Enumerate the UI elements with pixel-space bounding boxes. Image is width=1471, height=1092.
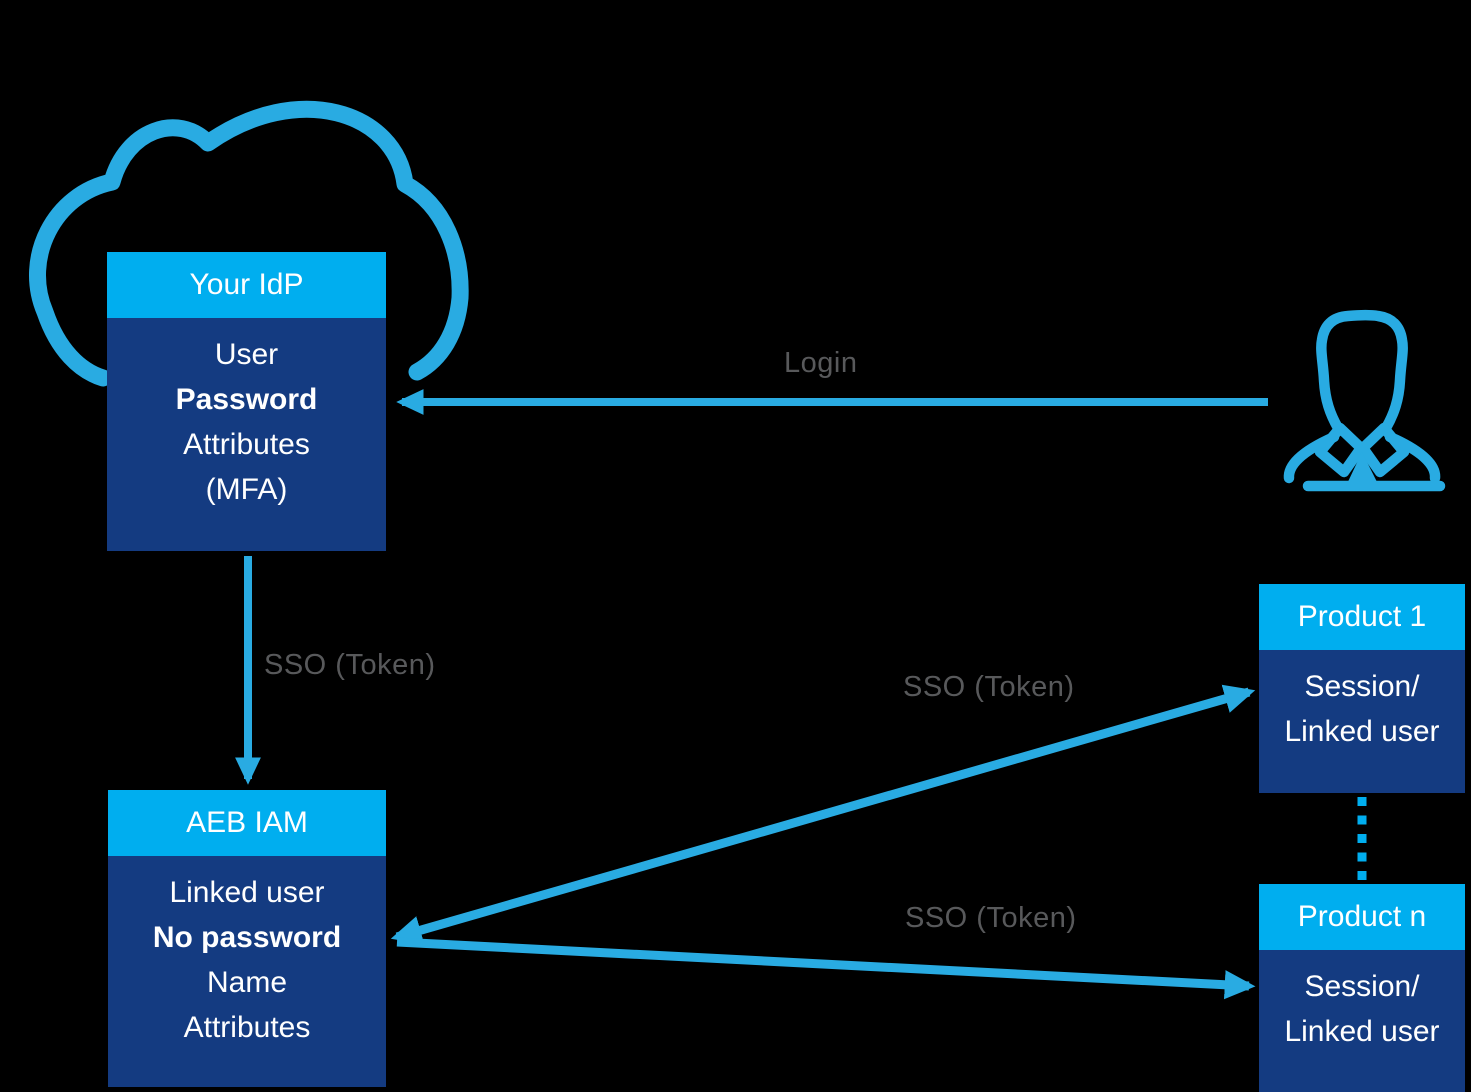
sso-token-label-idp-to-iam: SSO (Token) (264, 649, 436, 681)
box-line: Linked user (1284, 1015, 1440, 1048)
your-idp-title: Your IdP (107, 252, 386, 318)
product-n-body: Session/ Linked user (1259, 950, 1465, 1092)
product-1-title: Product 1 (1259, 584, 1465, 650)
box-line: Attributes (183, 428, 310, 461)
sso-token-label-iam-to-product1: SSO (Token) (903, 671, 1075, 703)
box-line: No password (152, 921, 342, 954)
box-line: User (214, 338, 279, 371)
box-line: Password (175, 383, 318, 416)
your-idp-body: User Password Attributes (MFA) (107, 318, 386, 551)
aeb-iam-title: AEB IAM (108, 790, 386, 856)
box-line: Session/ (1304, 670, 1420, 703)
box-line: Name (206, 966, 288, 999)
sso-arrow-iam-to-productn (396, 937, 1256, 1000)
product-1-body: Session/ Linked user (1259, 650, 1465, 793)
sso-token-label-iam-to-productn: SSO (Token) (905, 902, 1077, 934)
product-n-title: Product n (1259, 884, 1465, 950)
box-line: Linked user (1284, 715, 1440, 748)
your-idp-box: Your IdP User Password Attributes (MFA) (107, 252, 386, 551)
product-n-box: Product n Session/ Linked user (1259, 884, 1465, 1092)
login-label: Login (784, 347, 858, 379)
user-icon (1283, 310, 1446, 492)
box-line: Session/ (1304, 970, 1420, 1003)
box-line: Attributes (183, 1011, 311, 1044)
box-line: (MFA) (205, 473, 288, 506)
product-1-box: Product 1 Session/ Linked user (1259, 584, 1465, 793)
sso-arrow-iam-to-product1 (390, 684, 1256, 945)
box-line: Linked user (169, 876, 325, 909)
cloud-icon (29, 100, 469, 387)
aeb-iam-box: AEB IAM Linked user No password Name Att… (108, 790, 386, 1087)
aeb-iam-body: Linked user No password Name Attributes (108, 856, 386, 1087)
